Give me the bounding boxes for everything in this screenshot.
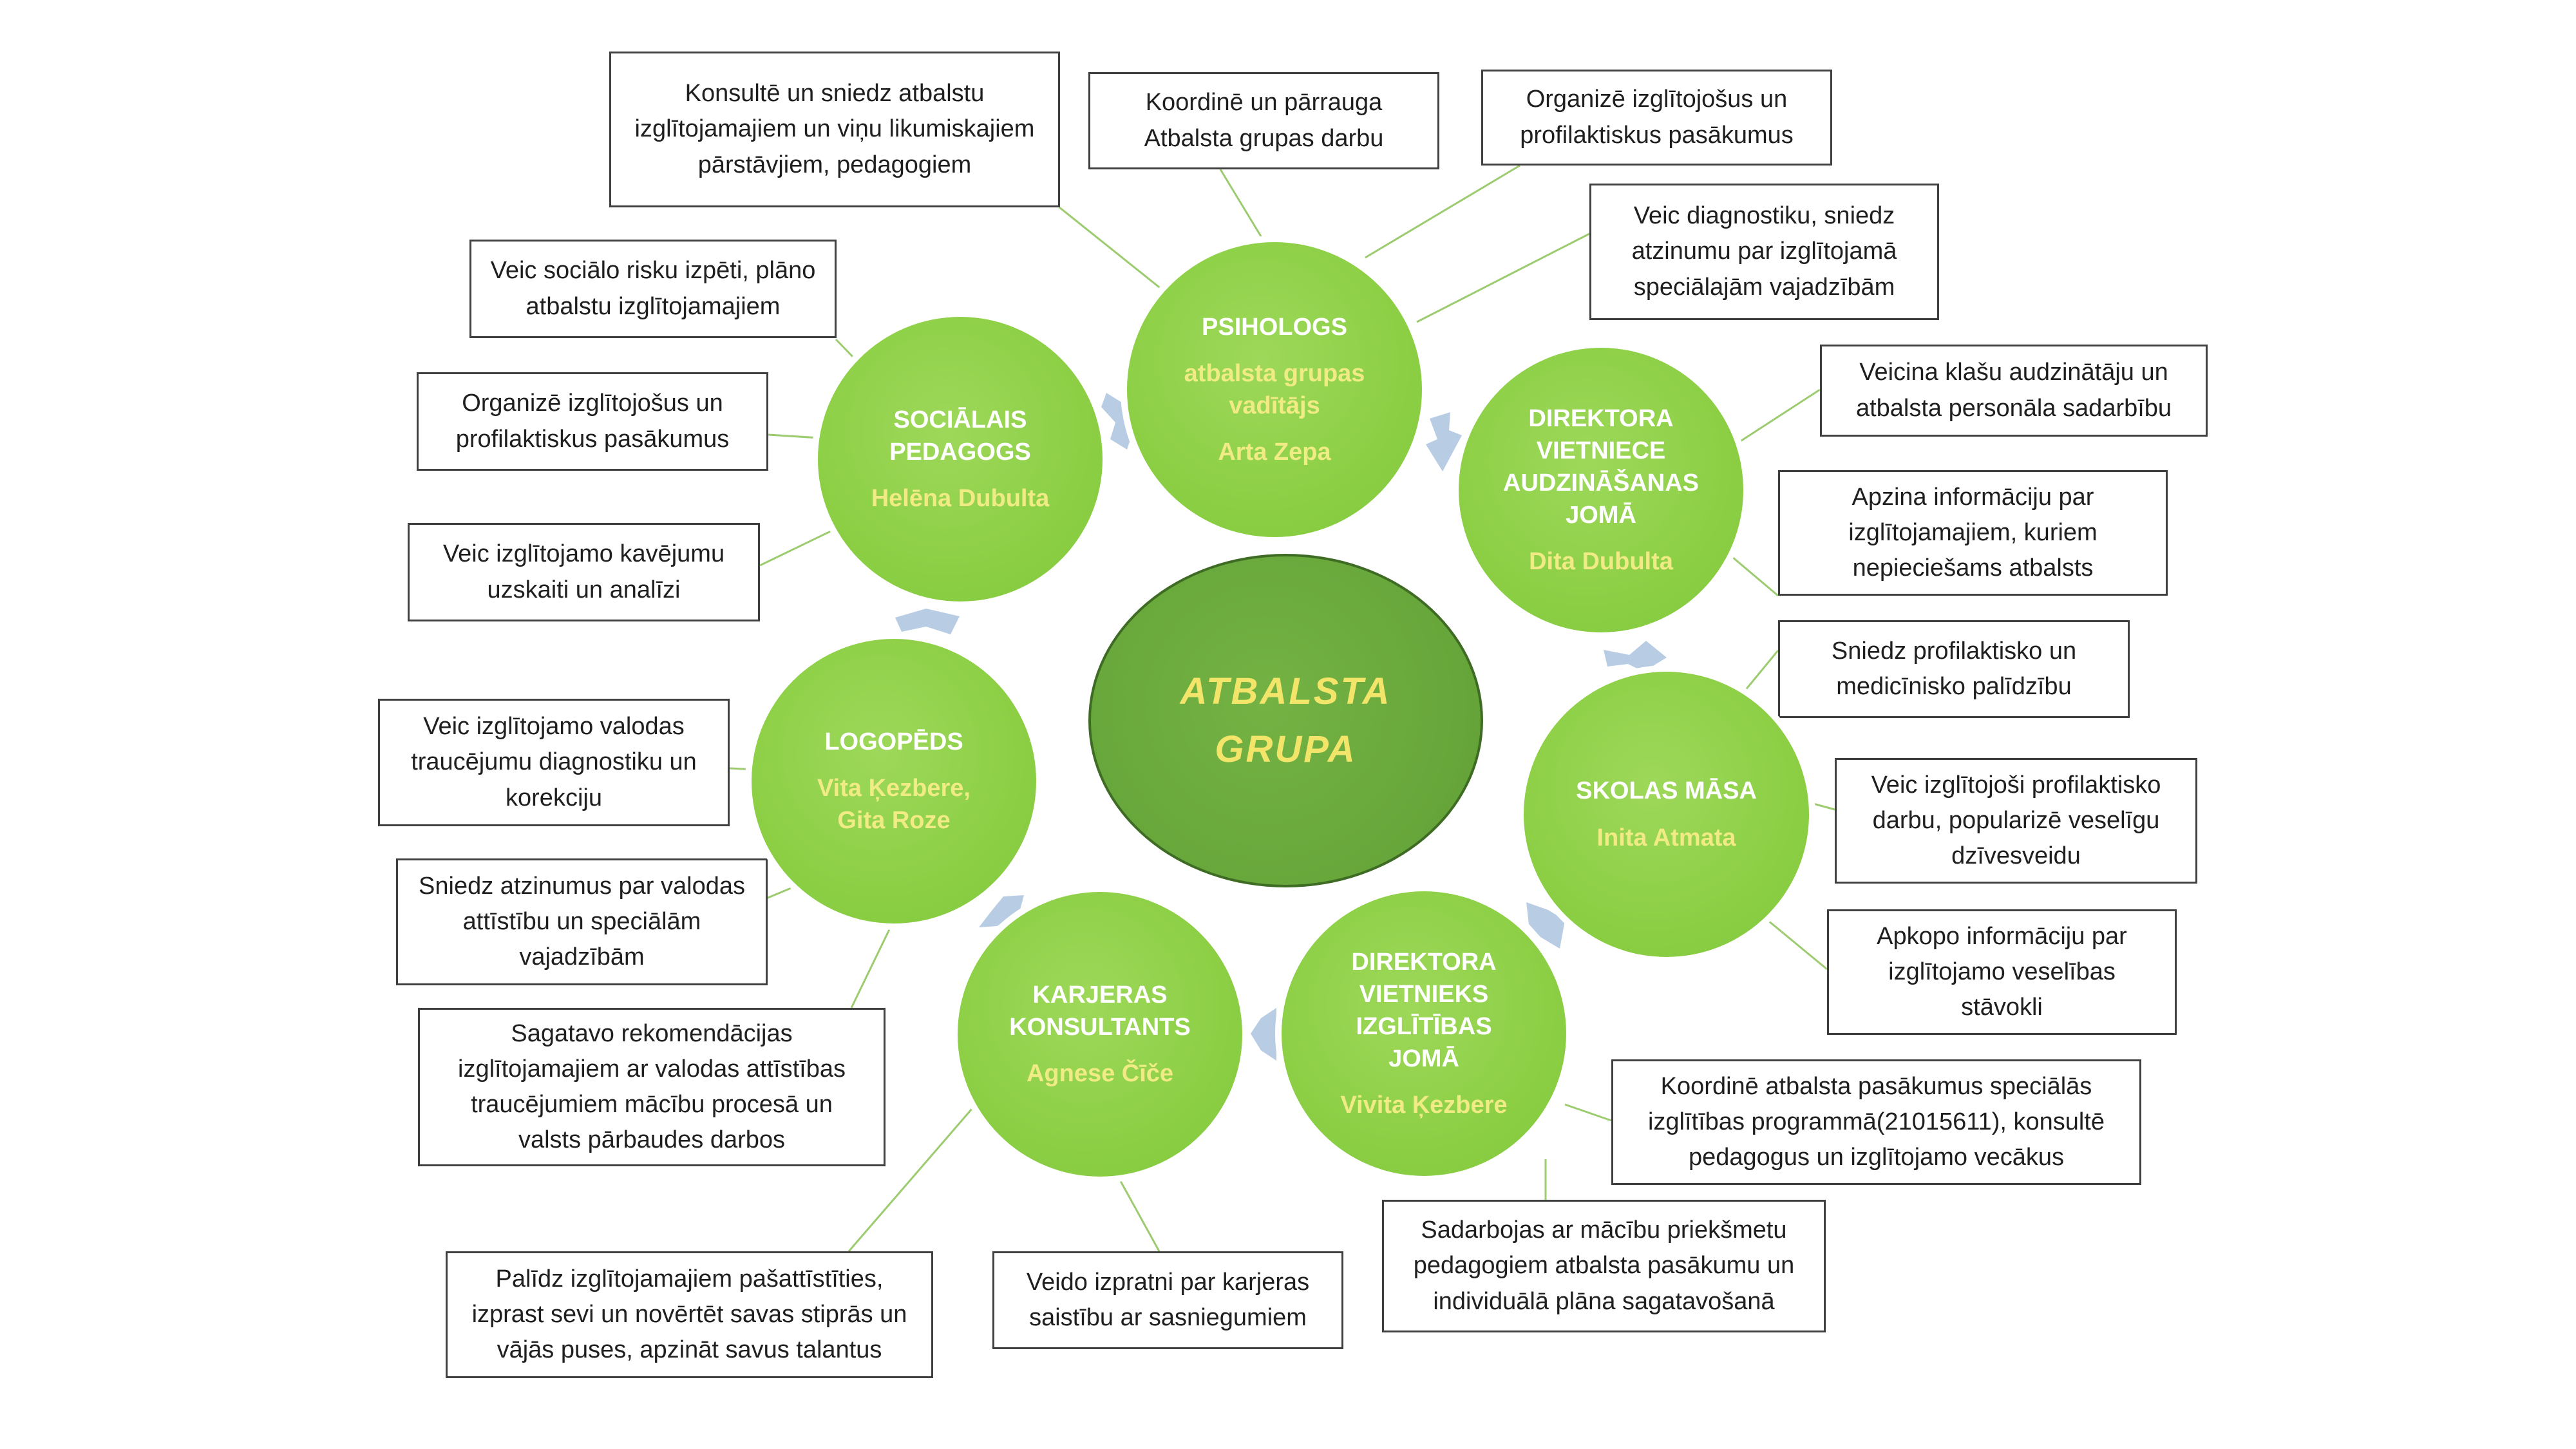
connector: [1741, 650, 1779, 695]
connector: [759, 527, 838, 567]
flow-arrow-icon: [1526, 902, 1565, 949]
connector: [1764, 916, 1828, 971]
connector: [768, 433, 820, 439]
flow-arrow-icon: [1426, 412, 1462, 471]
flow-arrow-icon: [1251, 1008, 1276, 1061]
flow-arrow-icon: [1604, 641, 1667, 672]
atbalsta-grupa-center: ATBALSTA GRUPA: [1088, 554, 1483, 887]
connector: [835, 338, 858, 362]
connector: [1732, 556, 1779, 597]
role-logopeds: LOGOPĒDS Vita Ķezbere, Gita Roze: [752, 639, 1036, 923]
role-title: LOGOPĒDS: [824, 728, 963, 755]
role-person-name: Helēna Dubulta: [871, 485, 1050, 513]
role-title: SKOLAS MĀSA: [1576, 777, 1757, 805]
connector: [1416, 232, 1590, 323]
role-karjeras-konsultants: KARJERAS KONSULTANTS Agnese Čīče: [958, 892, 1242, 1177]
role-direktora-vietnieks-izglitibas: DIREKTORA VIETNIEKS IZGLĪTĪBAS JOMĀ Vivi…: [1282, 891, 1566, 1176]
flow-arrow-icon: [1101, 393, 1135, 450]
role-person-name: Vivita Ķezbere: [1340, 1092, 1508, 1119]
role-title: PSIHOLOGS: [1202, 313, 1347, 341]
role-title: DIREKTORA VIETNIECE AUDZINĀŠANAS JOMĀ: [1503, 404, 1699, 529]
connector: [1219, 169, 1273, 255]
connector: [1059, 206, 1179, 304]
role-person-name: Inita Atmata: [1596, 824, 1736, 851]
connector: [848, 1104, 977, 1252]
role-direktora-vietniece-audzinasanas: DIREKTORA VIETNIECE AUDZINĀŠANAS JOMĀ Di…: [1459, 348, 1743, 632]
connector: [1806, 800, 1835, 811]
role-person-name: Dita Dubulta: [1529, 548, 1673, 576]
center-title: ATBALSTA GRUPA: [1180, 670, 1392, 770]
connector: [850, 923, 893, 1009]
role-subtitle: atbalsta grupas vadītājs: [1184, 359, 1365, 419]
role-person-name: Vita Ķezbere, Gita Roze: [817, 774, 971, 835]
role-title: DIREKTORA VIETNIEKS IZGLĪTĪBAS JOMĀ: [1351, 948, 1497, 1073]
role-skolas-masa: SKOLAS MĀSA Inita Atmata: [1524, 672, 1809, 957]
connector: [1564, 1103, 1612, 1122]
role-person-name: Agnese Čīče: [1026, 1060, 1174, 1088]
connector: [1116, 1175, 1160, 1252]
role-socialais-pedagogs: SOCIĀLAIS PEDAGOGS Helēna Dubulta: [818, 317, 1103, 601]
flow-arrow-icon: [979, 895, 1024, 927]
karjeras-task-box: Palīdz izglītojamajiem pašattīstīties,iz…: [446, 1251, 933, 1378]
role-person-name: Arta Zepa: [1218, 439, 1331, 466]
role-title: KARJERAS KONSULTANTS: [1009, 981, 1191, 1041]
role-psihologs: PSIHOLOGS atbalsta grupas vadītājs Arta …: [1127, 242, 1422, 537]
flow-arrow-icon: [895, 609, 960, 634]
connector: [1365, 164, 1520, 259]
connector: [1735, 388, 1821, 446]
role-title: SOCIĀLAIS PEDAGOGS: [889, 406, 1031, 466]
